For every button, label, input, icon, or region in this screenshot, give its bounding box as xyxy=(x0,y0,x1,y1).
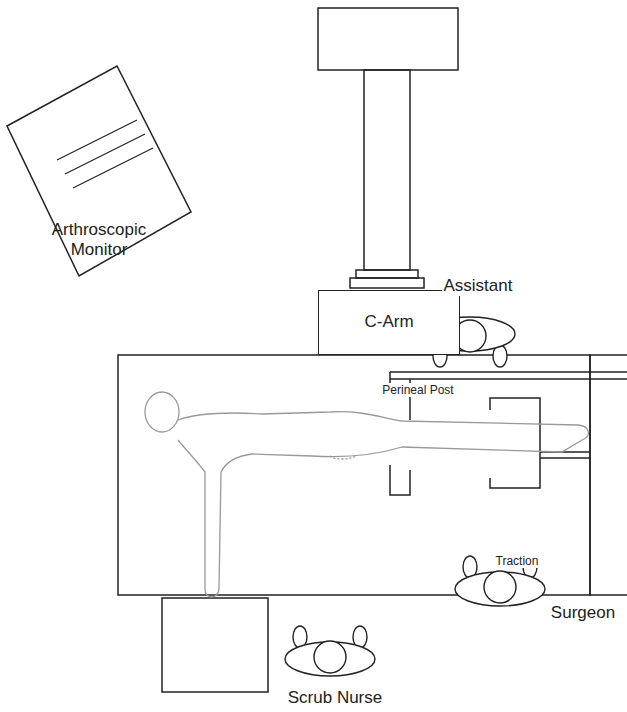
monitor-box: Arthroscopic Monitor xyxy=(5,62,193,280)
c-arm-plate xyxy=(356,270,418,278)
perineal-post xyxy=(390,465,410,495)
table-extension xyxy=(590,355,627,595)
monitor-outline xyxy=(7,66,191,276)
scrub-nurse-figure xyxy=(285,626,375,676)
traction-rail xyxy=(390,372,627,379)
person-label: Surgeon xyxy=(549,603,617,623)
c-arm-column xyxy=(364,70,410,270)
traction-bar xyxy=(540,452,590,458)
node-label: C-Arm xyxy=(364,312,413,332)
part-label: Perineal Post xyxy=(380,383,455,397)
c-arm-head xyxy=(318,8,458,70)
c-arm-plate xyxy=(350,278,424,288)
screen-lines xyxy=(57,120,153,188)
person-label: Assistant xyxy=(442,276,515,296)
operating-table xyxy=(118,355,590,595)
arm-board xyxy=(162,598,268,692)
part-label: Traction xyxy=(494,554,541,568)
c-arm-box: C-Arm xyxy=(318,290,460,355)
node-label: Arthroscopic Monitor xyxy=(39,220,159,261)
person-label: Scrub Nurse xyxy=(286,688,384,708)
patient-outline xyxy=(145,392,588,597)
traction-frame xyxy=(490,398,540,488)
